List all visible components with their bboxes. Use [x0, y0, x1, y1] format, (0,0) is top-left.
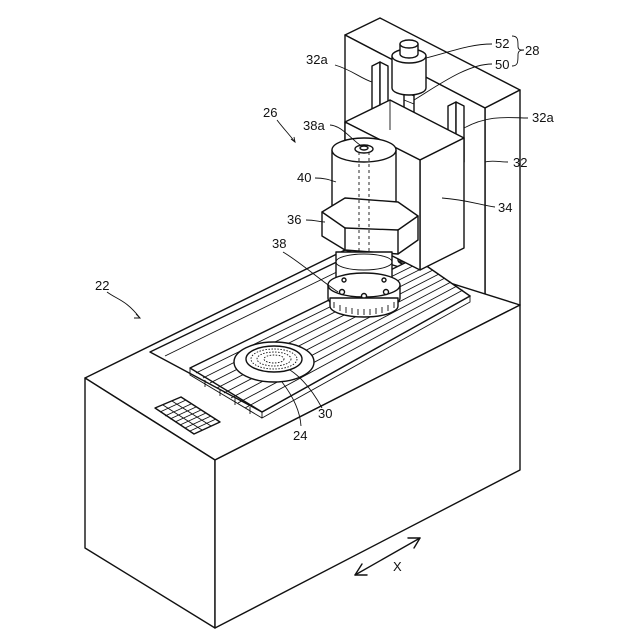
- label-30: 30: [318, 406, 332, 421]
- label-38a: 38a: [303, 118, 325, 133]
- label-50: 50: [495, 57, 509, 72]
- label-32: 32: [513, 155, 527, 170]
- label-24: 24: [293, 428, 307, 443]
- label-36: 36: [287, 212, 301, 227]
- chuck-table-24: [234, 342, 314, 382]
- label-40: 40: [297, 170, 311, 185]
- label-28: 28: [525, 43, 539, 58]
- label-26: 26: [263, 105, 277, 120]
- label-32a-left: 32a: [306, 52, 328, 67]
- label-34: 34: [498, 200, 512, 215]
- label-32a-right: 32a: [532, 110, 554, 125]
- label-38: 38: [272, 236, 286, 251]
- label-52: 52: [495, 36, 509, 51]
- label-x-axis: X: [393, 559, 402, 574]
- label-22: 22: [95, 278, 109, 293]
